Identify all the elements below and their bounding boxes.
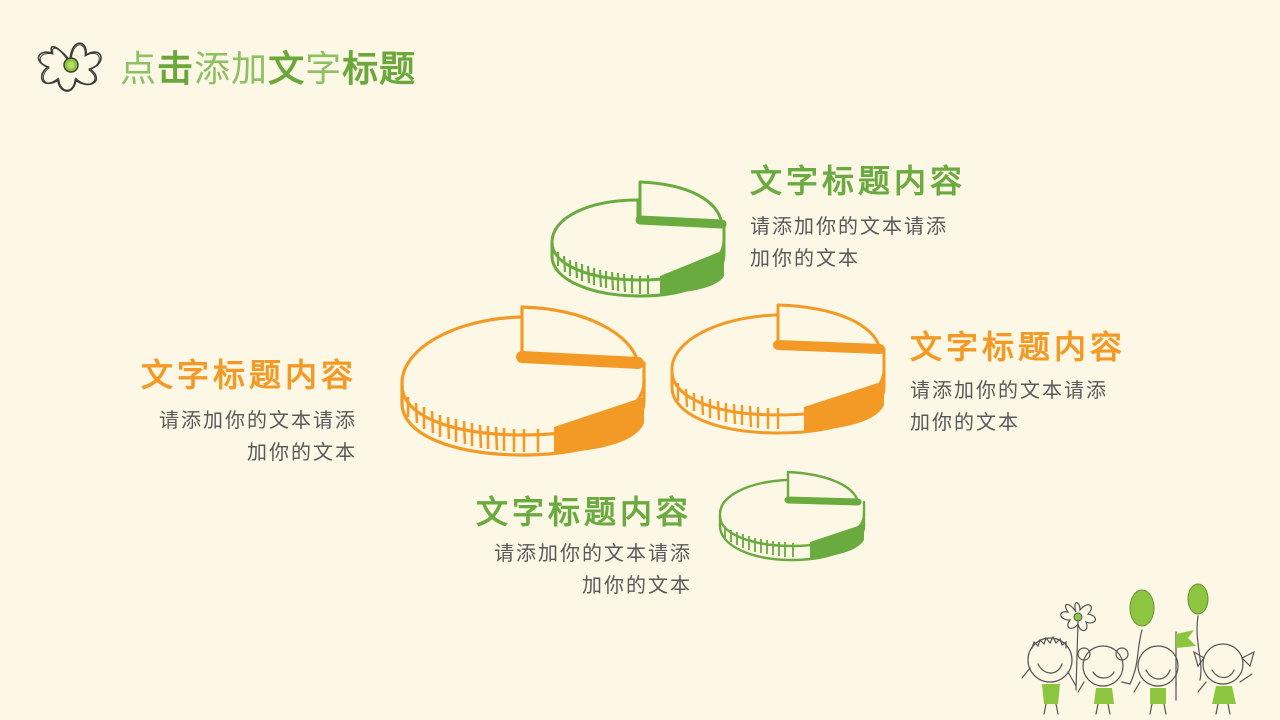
kids-illustration-icon bbox=[1021, 583, 1255, 715]
page-title: 点击添加文字标题 bbox=[120, 40, 416, 92]
text-block-right: 文字标题内容 请添加你的文本请添 加你的文本 bbox=[910, 322, 1126, 438]
item-body-line2: 加你的文本 bbox=[247, 440, 357, 464]
pie-chart-top-icon bbox=[550, 180, 727, 298]
pie-chart-left-icon bbox=[400, 305, 646, 457]
title-char: 题 bbox=[379, 49, 417, 90]
item-body-line2: 加你的文本 bbox=[582, 573, 692, 597]
pie-chart-bottom-icon bbox=[718, 470, 866, 562]
text-block-bottom: 文字标题内容 请添加你的文本请添 加你的文本 bbox=[430, 487, 692, 601]
item-body-line2: 加你的文本 bbox=[750, 246, 860, 270]
flower-icon bbox=[37, 42, 102, 92]
item-body-line1: 请添加你的文本请添 bbox=[494, 541, 692, 565]
title-char: 标 bbox=[342, 49, 380, 90]
item-body-line1: 请添加你的文本请添 bbox=[910, 378, 1108, 402]
text-block-top: 文字标题内容 请添加你的文本请添 加你的文本 bbox=[750, 156, 966, 274]
item-heading: 文字标题内容 bbox=[140, 356, 357, 394]
title-char: 加 bbox=[231, 49, 269, 90]
title-char: 文 bbox=[268, 49, 306, 90]
title-char: 添 bbox=[194, 49, 232, 90]
title-char: 字 bbox=[305, 49, 343, 90]
title-char: 点 bbox=[120, 49, 158, 90]
item-heading: 文字标题内容 bbox=[475, 493, 692, 531]
item-body-line2: 加你的文本 bbox=[910, 410, 1020, 434]
title-char: 击 bbox=[157, 49, 195, 90]
item-body-line1: 请添加你的文本请添 bbox=[750, 214, 948, 238]
text-block-left: 文字标题内容 请添加你的文本请添 加你的文本 bbox=[95, 350, 357, 468]
pie-chart-right-icon bbox=[670, 303, 886, 435]
item-body-line1: 请添加你的文本请添 bbox=[159, 408, 357, 432]
item-heading: 文字标题内容 bbox=[910, 328, 1127, 366]
item-heading: 文字标题内容 bbox=[750, 162, 967, 200]
